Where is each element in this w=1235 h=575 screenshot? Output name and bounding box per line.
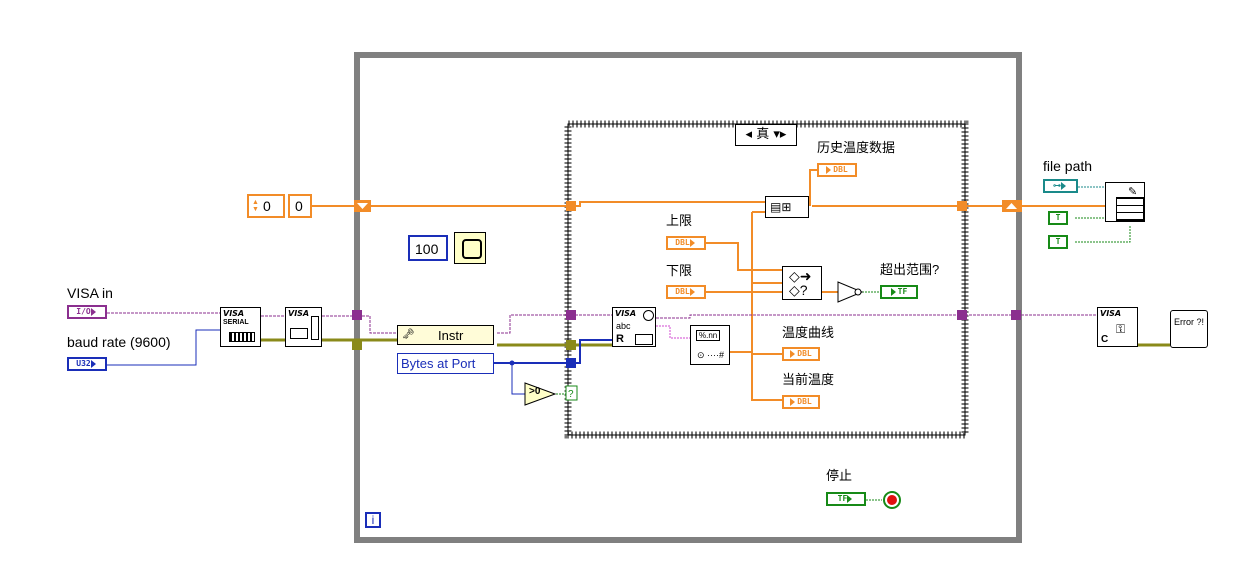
visa-close-node[interactable]: VISA C ⚿ xyxy=(1097,307,1138,347)
baud-rate-label: baud rate (9600) xyxy=(67,334,171,350)
scan-from-string-node[interactable]: %.nn ⊙ ····# xyxy=(690,325,730,365)
visa-in-label: VISA in xyxy=(67,285,113,301)
clock-icon xyxy=(462,239,482,259)
pencil-icon: ✎ xyxy=(1128,186,1138,198)
build-array-icon: ▤⊞ xyxy=(770,200,792,214)
visa-flush-node[interactable]: VISA xyxy=(285,307,322,347)
greater-than-zero-label: >0 xyxy=(529,386,541,397)
visa-configure-serial-node[interactable]: VISA SERIAL xyxy=(220,307,261,347)
visa-in-terminal[interactable]: I/O xyxy=(67,305,107,319)
wire-upper xyxy=(706,242,782,271)
case-structure-frame xyxy=(564,120,969,439)
greater-than-zero-node xyxy=(524,382,557,406)
stop-label: 停止 xyxy=(826,468,853,483)
loop-iteration-terminal: i xyxy=(365,512,381,528)
stop-terminal[interactable]: TF xyxy=(826,492,866,506)
case-selector[interactable]: ◂ 真 ▾▸ xyxy=(735,124,797,146)
history-terminal[interactable]: DBL xyxy=(817,163,857,177)
current-temp-terminal[interactable]: DBL xyxy=(782,395,820,409)
buffer-icon xyxy=(635,334,653,345)
dropdown-icon: ▾▸ xyxy=(773,127,787,142)
clock-icon xyxy=(643,310,654,321)
buffer-icon xyxy=(290,328,308,339)
spreadsheet-icon xyxy=(1116,197,1144,221)
property-node-class[interactable]: 🗝 Instr xyxy=(397,325,494,345)
arrow-right-icon: ⊙ ····# xyxy=(697,350,725,360)
upper-label: 上限 xyxy=(666,213,693,228)
curve-label: 温度曲线 xyxy=(782,325,835,340)
arrow-down-icon xyxy=(311,316,319,340)
write-spreadsheet-node[interactable]: ✎ xyxy=(1105,182,1145,222)
history-label: 历史温度数据 xyxy=(817,140,896,155)
simple-error-handler-node[interactable]: Error ?! xyxy=(1170,310,1208,348)
path-icon: ⊶ xyxy=(1053,181,1061,190)
numeric-constant-init[interactable]: ▲▼ 0 xyxy=(247,194,285,218)
in-range-coerce-node[interactable]: ◇➜◇? xyxy=(782,266,822,300)
baud-rate-terminal[interactable]: U32 xyxy=(67,357,107,371)
build-array-node[interactable]: ▤⊞ xyxy=(765,196,809,218)
lower-label: 下限 xyxy=(666,263,693,278)
while-loop-frame xyxy=(354,52,1022,543)
file-path-terminal[interactable]: ⊶ xyxy=(1043,179,1078,193)
wire-to-history xyxy=(809,169,817,206)
property-bytes-at-port[interactable]: Bytes at Port xyxy=(397,353,494,374)
key-icon: 🗝 xyxy=(402,329,415,340)
curve-terminal[interactable]: DBL xyxy=(782,347,820,361)
upper-terminal[interactable]: DBL xyxy=(666,236,706,250)
svg-text:?: ? xyxy=(568,389,574,400)
boolean-const-1[interactable]: T xyxy=(1048,211,1068,225)
wait-ms-node xyxy=(454,232,486,264)
numeric-display: 0 xyxy=(288,194,312,218)
not-node xyxy=(837,281,864,303)
out-of-range-terminal[interactable]: TF xyxy=(880,285,918,299)
in-range-icon: ◇➜◇? xyxy=(789,268,812,298)
wait-constant[interactable]: 100 xyxy=(408,235,448,261)
close-icon: ⚿ xyxy=(1116,322,1126,336)
file-path-label: file path xyxy=(1043,158,1093,174)
decrement-icon: ◂ xyxy=(745,127,753,142)
out-of-range-label: 超出范围? xyxy=(880,262,940,277)
serial-port-icon xyxy=(229,332,255,342)
current-temp-label: 当前温度 xyxy=(782,372,835,387)
lower-terminal[interactable]: DBL xyxy=(666,285,706,299)
boolean-const-2[interactable]: T xyxy=(1048,235,1068,249)
visa-read-node[interactable]: VISA abc R xyxy=(612,307,656,347)
wire-current xyxy=(751,212,782,401)
